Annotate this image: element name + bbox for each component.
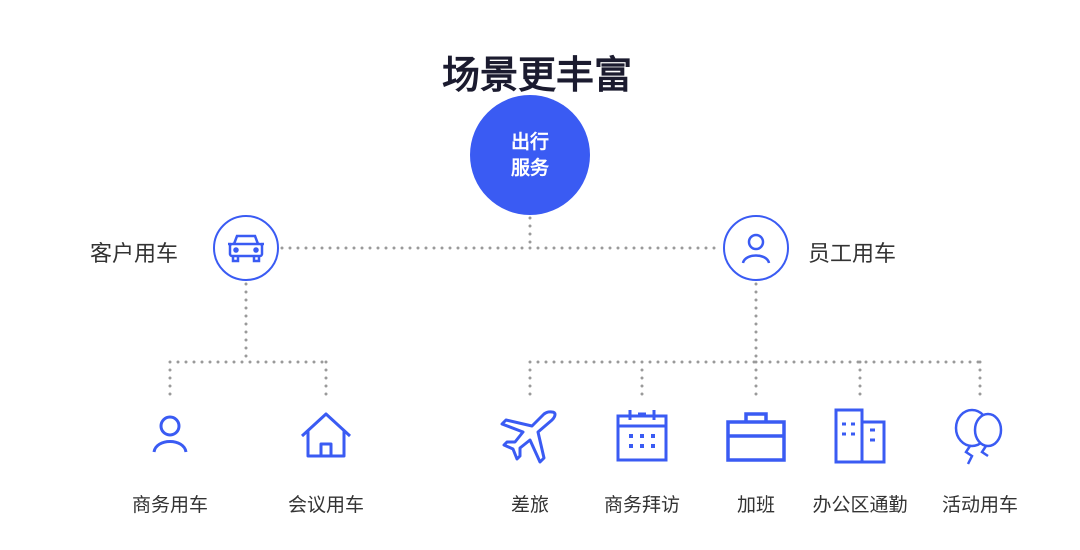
- building-icon: [828, 404, 892, 468]
- connector-left: [168, 282, 328, 398]
- branch-customer-node: [213, 215, 279, 281]
- leaf-label: 加班: [736, 494, 776, 516]
- balloons-icon: [948, 404, 1012, 468]
- branch-customer-label: 客户用车: [90, 242, 179, 267]
- hub-label-1: 出行: [510, 131, 549, 153]
- person-icon: [138, 404, 202, 468]
- hub-node: 出行 服务: [470, 95, 590, 215]
- house-icon: [294, 404, 358, 468]
- airplane-icon: [498, 404, 562, 468]
- person-icon: [741, 233, 771, 264]
- page-title: 场景更丰富: [441, 53, 633, 97]
- car-icon: [228, 234, 264, 263]
- calendar-icon: [610, 404, 674, 468]
- connector-right: [528, 282, 982, 398]
- branch-employee-label: 员工用车: [808, 242, 897, 267]
- branch-employee-node: [723, 215, 789, 281]
- briefcase-icon: [724, 404, 788, 468]
- leaf-label: 办公区通勤: [812, 494, 908, 516]
- hub-label-2: 服务: [510, 157, 549, 179]
- leaf-label: 商务拜访: [603, 494, 681, 516]
- leaf-label: 会议用车: [287, 494, 365, 516]
- leaf-label: 活动用车: [941, 494, 1019, 516]
- leaf-label: 商务用车: [131, 494, 209, 516]
- leaf-label: 差旅: [510, 494, 550, 516]
